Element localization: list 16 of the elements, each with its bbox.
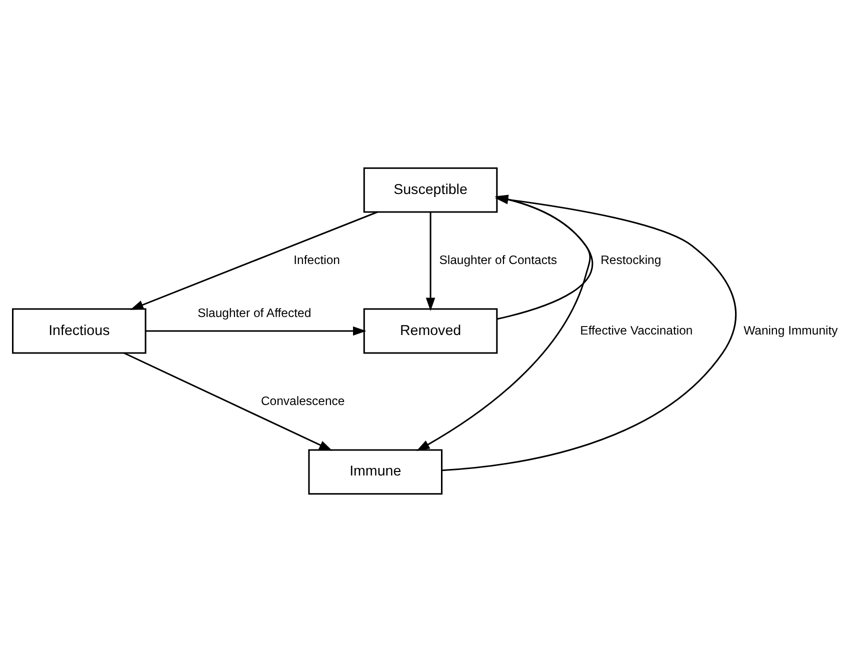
- node-box: Immune: [308, 448, 443, 494]
- edge-label: Convalescence: [260, 394, 345, 408]
- arrow: [130, 210, 378, 310]
- node-box: Susceptible: [363, 166, 498, 212]
- arrow: [416, 196, 591, 451]
- edge-label: Effective Vaccination: [580, 323, 693, 338]
- node-box: Infectious: [12, 308, 146, 354]
- edge-label: Slaughter of Affected: [198, 305, 312, 320]
- arrow: [124, 352, 332, 450]
- node-box: Removed: [363, 308, 498, 354]
- edge-label: Restocking: [600, 252, 662, 267]
- edge-label: Infection: [294, 252, 340, 267]
- arrow: [146, 326, 366, 336]
- edge-label: Waning Immunity: [744, 323, 838, 338]
- edge-label: Slaughter of Contacts: [439, 252, 558, 267]
- arrow: [426, 212, 436, 310]
